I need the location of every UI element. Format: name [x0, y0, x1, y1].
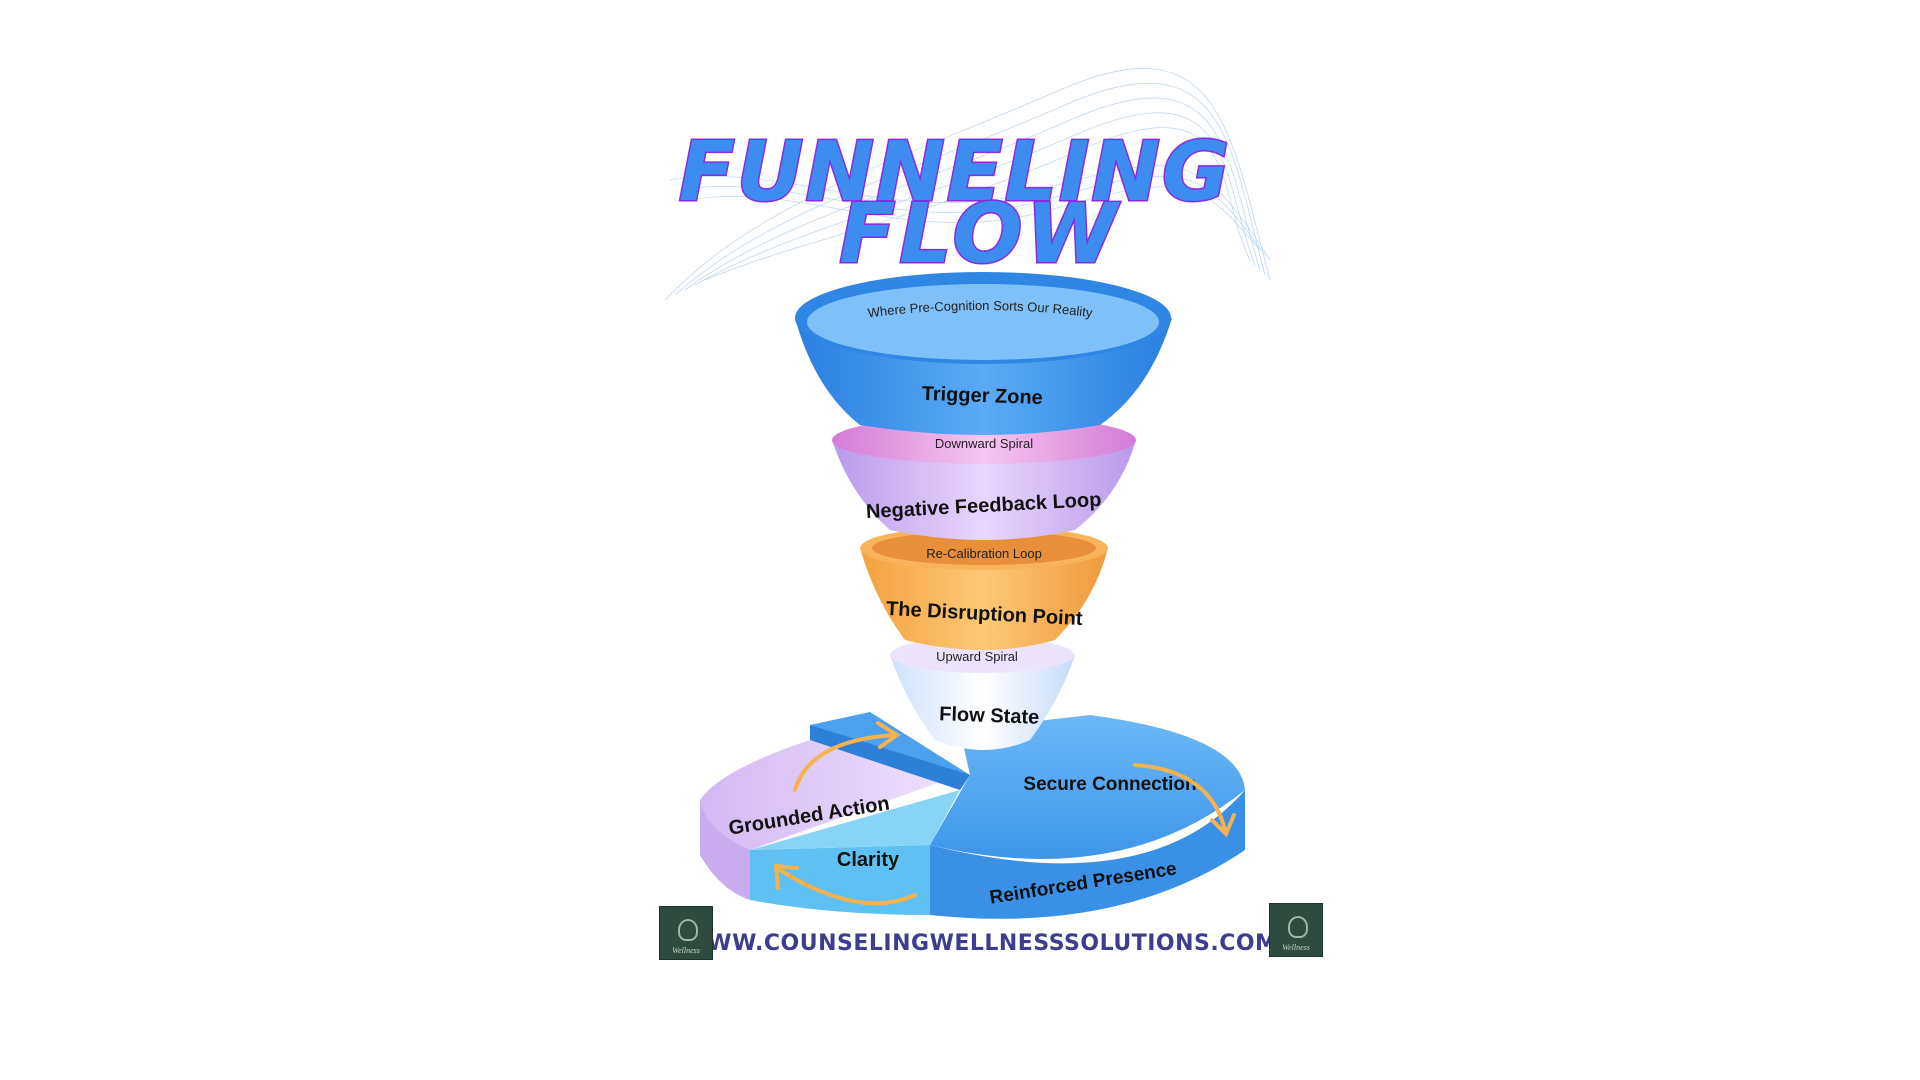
clarity-label: Clarity	[837, 849, 900, 871]
title-line-1: FUNNELING	[679, 125, 1232, 220]
wave-lines-decoration	[664, 68, 1271, 301]
leaf-icon	[1288, 916, 1308, 938]
negative-feedback-subtitle: Downward Spiral	[935, 436, 1033, 451]
arrow-bottom-icon	[778, 868, 917, 906]
secure-connection-label: Secure Connection	[1023, 774, 1196, 795]
flow-state-label: Flow State	[939, 703, 1040, 728]
wellness-logo-left: Wellness	[659, 906, 713, 960]
arrow-bottom-head-icon	[773, 863, 799, 890]
wellness-logo-right: Wellness	[1269, 903, 1323, 957]
secure-connection-segment	[930, 715, 1245, 859]
disruption-subtitle: Re-Calibration Loop	[926, 546, 1042, 561]
leaf-icon	[678, 919, 698, 941]
website-url: WWW.COUNSELINGWELLNESSSOLUTIONS.COM	[683, 931, 1278, 956]
arrow-right-head-icon	[1210, 813, 1236, 838]
funnel-tier-disruption-point	[860, 526, 1108, 650]
funnel-tier-trigger-zone	[795, 272, 1172, 435]
arrow-top-left-icon	[793, 733, 897, 792]
logo-text-left: Wellness	[672, 946, 700, 955]
trigger-zone-label: Trigger Zone	[921, 383, 1043, 409]
title-line-2: FLOW	[839, 187, 1121, 282]
clarity-segment	[750, 845, 930, 915]
arrow-right-icon	[1133, 763, 1227, 832]
arrow-top-left-head-icon	[876, 721, 901, 749]
flow-state-subtitle: Upward Spiral	[936, 649, 1018, 664]
base-disk	[700, 712, 1245, 919]
logo-text-right: Wellness	[1282, 943, 1310, 952]
cycle-arrows	[773, 721, 1236, 906]
